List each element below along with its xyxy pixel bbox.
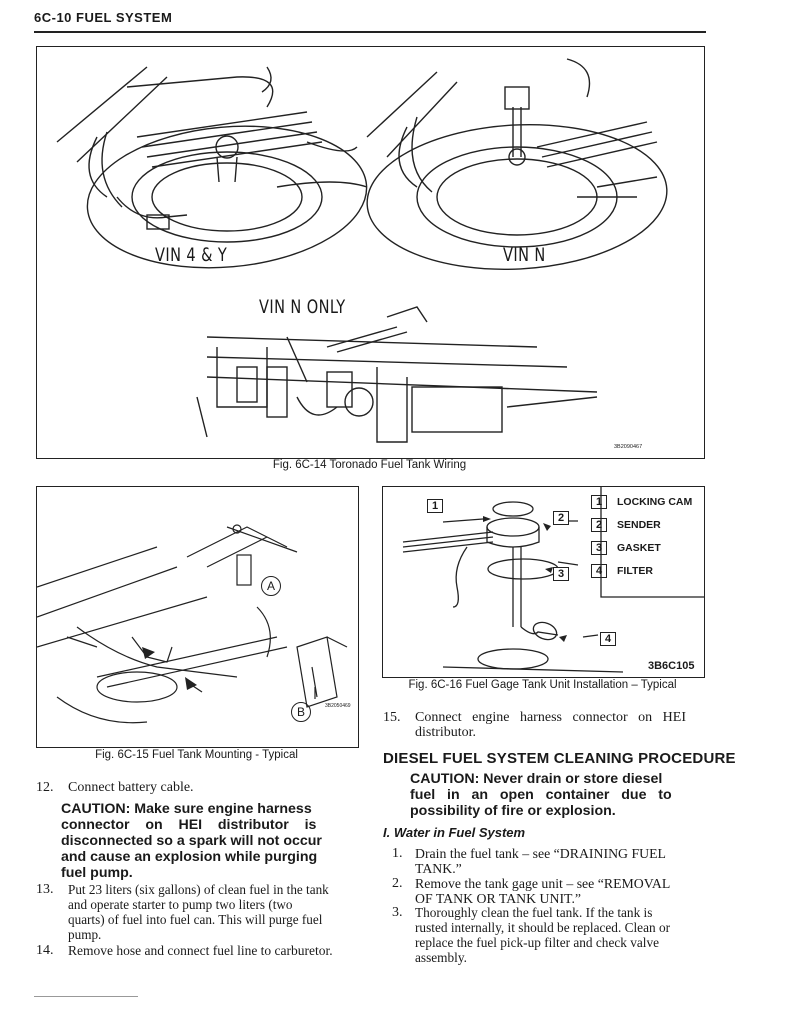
- legend-label: LOCKING CAM: [617, 496, 693, 508]
- legend-label: SENDER: [617, 519, 661, 531]
- text-line: TANK.”: [415, 861, 462, 876]
- section-title: DIESEL FUEL SYSTEM CLEANING PROCEDURE: [383, 750, 736, 767]
- header-rule: [34, 31, 706, 33]
- text-line: replace the fuel pick-up filter and chec…: [415, 935, 660, 950]
- figure-6c-14: VIN 4 & Y VIN N VIN N ONLY 3B2090467: [36, 46, 705, 459]
- step-13-text: Put 23 liters (six gallons) of clean fue…: [68, 882, 358, 942]
- step-number: 1.: [392, 846, 403, 861]
- figure-6c-16: 1 2 3 4 1 LOCKING CAM 2 SENDER 3 GASKET …: [382, 486, 705, 678]
- text-line: Drain the fuel tank – see “DRAINING FUEL: [415, 846, 666, 861]
- subsection-title: I. Water in Fuel System: [383, 825, 526, 840]
- caution-block: CAUTION: Make sure engine harness connec…: [61, 801, 333, 881]
- step-number: 13.: [36, 882, 54, 897]
- label-vin-n-only: VIN N ONLY: [259, 296, 346, 318]
- text-line: distributor.: [415, 725, 477, 740]
- step-15-text: Connect engine harness connector on HEI …: [415, 710, 705, 740]
- text-line: Thoroughly clean the fuel tank. If the t…: [415, 905, 653, 920]
- legend-item-locking-cam: 1 LOCKING CAM: [591, 495, 692, 509]
- caution-line: and cause an explosion while purging: [61, 849, 318, 865]
- figure-6c-16-caption: Fig. 6C-16 Fuel Gage Tank Unit Installat…: [408, 679, 677, 691]
- caution-line: possibility of fire or explosion.: [410, 803, 616, 819]
- callout-a-label: A: [266, 579, 275, 593]
- figure-code: 3B6C105: [648, 660, 695, 672]
- figure-6c-15: A B 3B2050469: [36, 486, 359, 748]
- step-number: 2.: [392, 876, 403, 891]
- figure-6c-14-caption: Fig. 6C-14 Toronado Fuel Tank Wiring: [272, 459, 467, 471]
- legend-label: GASKET: [617, 542, 661, 554]
- figure-6c-15-caption: Fig. 6C-15 Fuel Tank Mounting - Typical: [95, 749, 298, 761]
- figure-code: 3B2050469: [325, 703, 351, 709]
- text-line: assembly.: [415, 950, 467, 965]
- step-2-text: Remove the tank gage unit – see “REMOVAL…: [415, 876, 707, 906]
- caution-line: CAUTION: Make sure engine harness: [61, 801, 312, 817]
- legend-number: 4: [591, 564, 607, 578]
- text-line: Put 23 liters (six gallons) of clean fue…: [68, 882, 329, 897]
- legend-item-gasket: 3 GASKET: [591, 541, 661, 555]
- text-line: Remove the tank gage unit – see “REMOVAL: [415, 876, 671, 891]
- text-line: OF TANK OR TANK UNIT.”: [415, 891, 582, 906]
- legend-number: 3: [591, 541, 607, 555]
- step-3-text: Thoroughly clean the fuel tank. If the t…: [415, 905, 707, 965]
- text-line: pump.: [68, 927, 102, 942]
- step-12-text: Connect battery cable.: [68, 780, 194, 795]
- callout-2: 2: [553, 511, 569, 525]
- step-14-text: Remove hose and connect fuel line to car…: [68, 943, 333, 958]
- label-vin-4-y: VIN 4 & Y: [155, 244, 228, 266]
- legend-number: 1: [591, 495, 607, 509]
- fuel-gage-tank-unit-illustration: [402, 487, 704, 673]
- fuel-tank-wiring-illustration: [56, 58, 668, 443]
- text-line: quarts) of fuel into fuel can. This will…: [68, 912, 323, 927]
- legend-number: 2: [591, 518, 607, 532]
- caution-line: fuel in an open container due to: [410, 787, 672, 803]
- step-number: 15.: [383, 710, 401, 725]
- figure-code: 3B2090467: [614, 444, 643, 450]
- label-vin-n: VIN N: [503, 244, 546, 266]
- text-line: and operate starter to pump two liters (…: [68, 897, 293, 912]
- caution-block: CAUTION: Never drain or store diesel fue…: [410, 771, 682, 819]
- legend-label: FILTER: [617, 565, 653, 577]
- callout-a: A: [261, 576, 281, 596]
- step-number: 14.: [36, 943, 54, 958]
- footer-rule: [34, 996, 138, 997]
- fuel-tank-mounting-illustration: [37, 524, 348, 724]
- step-number: 3.: [392, 905, 403, 920]
- callout-b: B: [291, 702, 311, 722]
- callout-4: 4: [600, 632, 616, 646]
- page-header: 6C-10 FUEL SYSTEM: [34, 10, 173, 25]
- text-line: rusted internally, it should be replaced…: [415, 920, 671, 935]
- caution-line: CAUTION: Never drain or store diesel: [410, 771, 663, 787]
- callout-1: 1: [427, 499, 443, 513]
- legend-item-filter: 4 FILTER: [591, 564, 653, 578]
- step-1-text: Drain the fuel tank – see “DRAINING FUEL…: [415, 846, 707, 876]
- caution-line: connector on HEI distributor is: [61, 817, 317, 833]
- caution-line: fuel pump.: [61, 865, 133, 881]
- callout-b-label: B: [296, 705, 305, 719]
- step-number: 12.: [36, 780, 54, 795]
- caution-line: disconnected so a spark will not occur: [61, 833, 322, 849]
- legend-item-sender: 2 SENDER: [591, 518, 661, 532]
- callout-3: 3: [553, 567, 569, 581]
- text-line: Connect engine harness connector on HEI: [415, 710, 686, 725]
